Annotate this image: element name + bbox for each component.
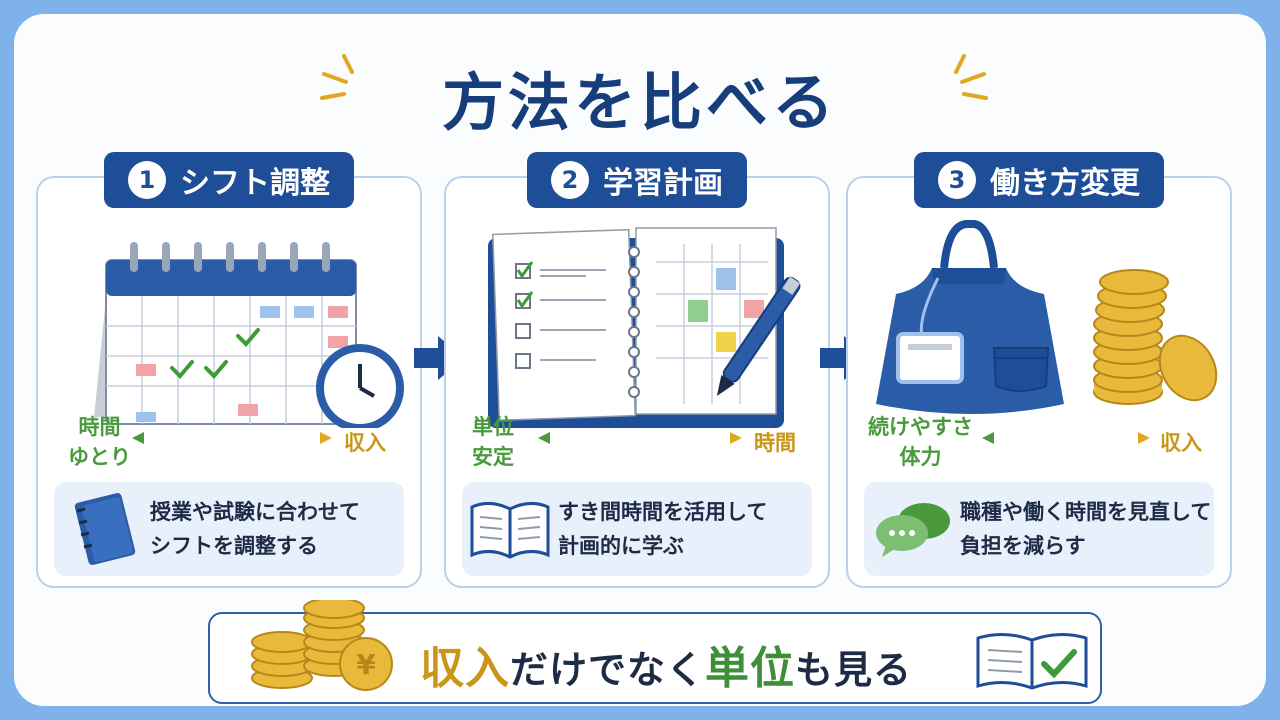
- flow-arrow-icon: [414, 336, 464, 380]
- tradeoff-left-line: 単位: [472, 415, 514, 439]
- tradeoff-left-line: 続けやすさ: [868, 415, 973, 439]
- card-heading: 学習計画: [603, 166, 723, 201]
- coins-yen-icon: ¥: [251, 600, 393, 691]
- card-heading: 働き方変更: [990, 166, 1140, 201]
- calendar-clock-icon: [94, 242, 404, 428]
- info-line: シフトを調整する: [150, 534, 318, 558]
- info-line: 負担を減らす: [960, 534, 1086, 558]
- open-book-check-icon: [976, 633, 1088, 690]
- info-box: 職種や働く時間を見直して 負担を減らす: [864, 482, 1214, 576]
- summary-banner: ¥ 収入だけでなく単位も見る: [208, 600, 1102, 704]
- planner-pen-icon: [488, 227, 801, 428]
- tradeoff-left-line: 安定: [472, 445, 514, 469]
- summary-text: 収入だけでなく単位も見る: [420, 632, 912, 696]
- summary-connector: だけでなく: [510, 648, 706, 692]
- chat-bubbles-icon: [864, 482, 960, 576]
- summary-tail: も見る: [795, 648, 913, 692]
- info-line: すき間時間を活用して: [558, 500, 768, 524]
- tradeoff-row: 単位 安定 時間: [446, 410, 828, 470]
- card-heading: シフト調整: [180, 166, 330, 201]
- step-number: 1: [128, 161, 166, 199]
- method-card-workstyle: 3 働き方変更 続けやすさ 体力: [846, 152, 1232, 588]
- info-line: 授業や試験に合わせて: [150, 500, 360, 524]
- info-line: 計画的に学ぶ: [558, 534, 684, 558]
- tradeoff-left: 単位 安定: [472, 412, 514, 472]
- main-panel: 方法を比べる 1 シフト調整: [14, 14, 1266, 706]
- tradeoff-left-line: 体力: [899, 445, 942, 469]
- flow-arrow-icon: [820, 336, 870, 380]
- tradeoff-right: 収入: [344, 431, 386, 455]
- apron-coins-icon: [876, 220, 1218, 414]
- yen-symbol: ¥: [356, 648, 376, 681]
- page-title: 方法を比べる: [441, 66, 838, 139]
- open-book-icon: [462, 482, 558, 576]
- info-line: 職種や働く時間を見直して: [960, 500, 1212, 524]
- method-card-shift: 1 シフト調整: [36, 152, 422, 588]
- notebook-icon: [54, 482, 150, 576]
- sparkle-right-icon: [954, 54, 988, 100]
- summary-income: 収入: [420, 643, 510, 694]
- info-box: 授業や試験に合わせて シフトを調整する: [54, 482, 404, 576]
- step-number: 3: [938, 161, 976, 199]
- double-arrow-icon: [982, 432, 1150, 444]
- summary-credits: 単位: [705, 643, 796, 694]
- step-number: 2: [551, 161, 589, 199]
- tradeoff-left: 時間 ゆとり: [68, 412, 131, 472]
- tradeoff-row: 時間 ゆとり 収入: [38, 410, 420, 470]
- method-card-study: 2 学習計画: [444, 152, 830, 588]
- info-box: すき間時間を活用して 計画的に学ぶ: [462, 482, 812, 576]
- tradeoff-left-line: ゆとり: [68, 445, 131, 469]
- double-arrow-icon: [538, 432, 742, 444]
- card-header: 2 学習計画: [527, 152, 747, 208]
- tradeoff-left-line: 時間: [78, 415, 121, 439]
- tradeoff-left: 続けやすさ 体力: [868, 412, 973, 472]
- sparkle-left-icon: [320, 54, 354, 100]
- tradeoff-right: 時間: [754, 431, 796, 455]
- card-header: 3 働き方変更: [914, 152, 1164, 208]
- double-arrow-icon: [132, 432, 332, 444]
- tradeoff-right: 収入: [1160, 431, 1202, 455]
- card-header: 1 シフト調整: [104, 152, 354, 208]
- tradeoff-row: 続けやすさ 体力 収入: [848, 410, 1230, 470]
